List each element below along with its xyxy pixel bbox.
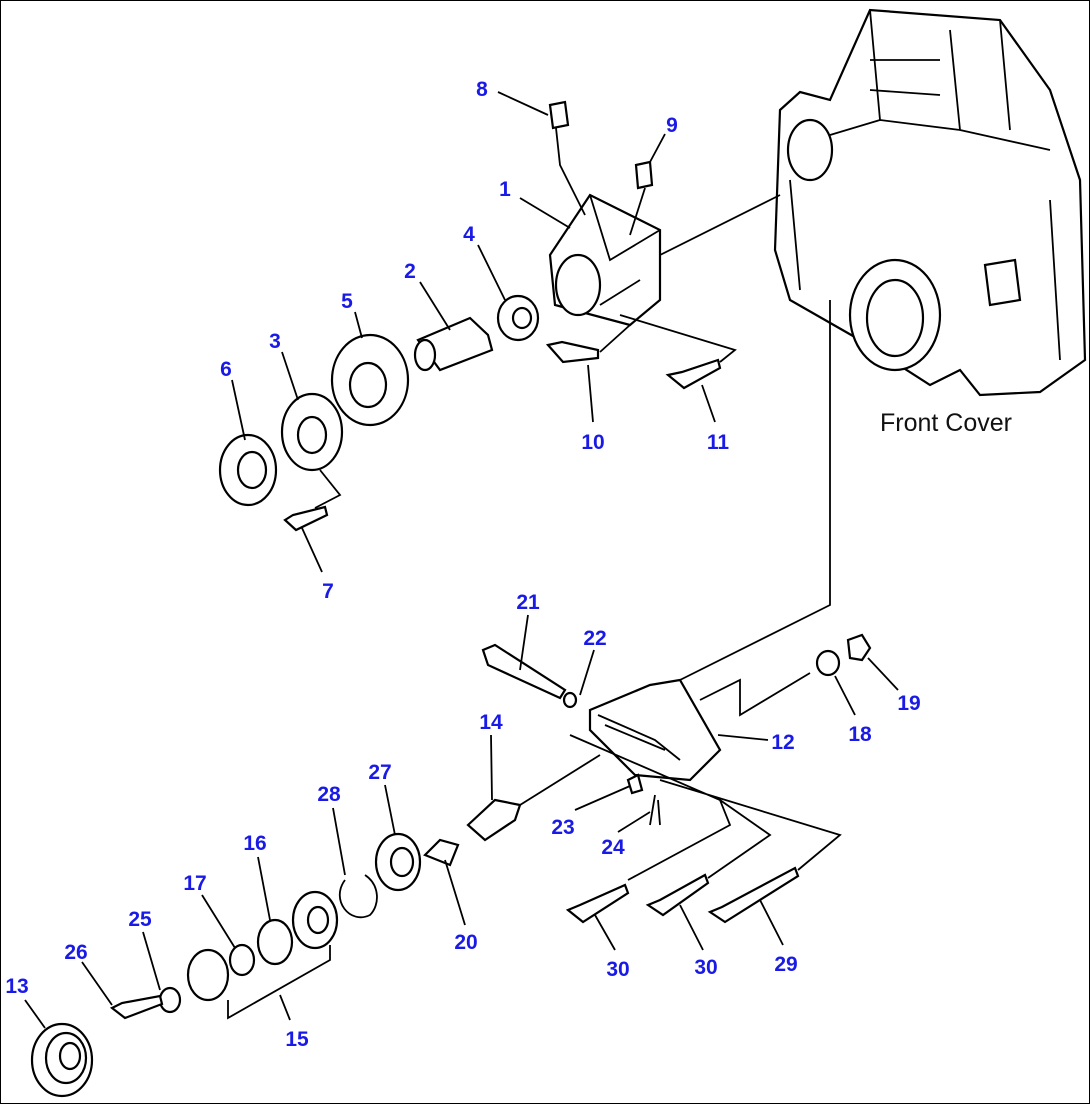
- callout-30b: 30: [694, 956, 717, 979]
- callout-3: 3: [269, 330, 281, 353]
- part-29-bolt: [707, 866, 800, 924]
- part-30-bolt-a: [565, 883, 630, 924]
- part-2-shaft: [416, 316, 494, 372]
- callout-8: 8: [476, 78, 488, 101]
- callout-6: 6: [220, 358, 232, 381]
- callout-13: 13: [5, 975, 28, 998]
- callout-17: 17: [183, 872, 206, 895]
- part-12-bracket: [588, 678, 722, 782]
- part-28-snap-ring: [338, 874, 378, 918]
- callout-2: 2: [404, 260, 416, 283]
- callout-20: 20: [454, 931, 477, 954]
- part-20-fitting: [423, 838, 460, 867]
- callout-18: 18: [848, 723, 872, 746]
- callout-16: 16: [243, 832, 266, 855]
- callout-9: 9: [666, 114, 678, 137]
- callout-labels: 8 9 1 4 2 5 3 6 10 11 7 21 22 14 12 18 1…: [5, 78, 1012, 1051]
- callout-15: 15: [285, 1028, 309, 1051]
- callout-21: 21: [516, 591, 540, 614]
- part-15-hub: [186, 948, 230, 1002]
- callout-26: 26: [64, 941, 87, 964]
- callout-5: 5: [341, 290, 353, 313]
- callout-7: 7: [322, 580, 334, 603]
- part-16-ring: [256, 918, 294, 966]
- part-1-housing: [548, 193, 662, 327]
- part-8-sensor: [548, 100, 570, 130]
- part-11-bolt: [665, 358, 722, 390]
- callout-25: 25: [128, 908, 152, 931]
- callout-22: 22: [583, 627, 606, 650]
- callout-11: 11: [707, 431, 730, 454]
- callout-4: 4: [463, 223, 475, 246]
- part-21-bolt: [481, 643, 567, 700]
- part-7-screw: [283, 505, 329, 532]
- callout-23: 23: [551, 816, 574, 839]
- front-cover-part: [773, 8, 1087, 397]
- part-10-bolt: [545, 340, 600, 364]
- callout-10: 10: [581, 431, 604, 454]
- part-14-sensor: [466, 798, 522, 842]
- callout-19: 19: [897, 692, 920, 715]
- part-24-pin: [649, 794, 661, 826]
- callout-27: 27: [368, 761, 391, 784]
- callout-1: 1: [499, 178, 511, 201]
- part-25-washer: [158, 986, 182, 1014]
- part-17-bearing: [228, 943, 256, 977]
- part-30-bolt-b: [645, 873, 710, 917]
- callout-12: 12: [771, 731, 794, 754]
- part-18-washer: [815, 649, 841, 677]
- front-cover-label: Front Cover: [880, 409, 1012, 437]
- callout-29: 29: [774, 953, 797, 976]
- callout-30a: 30: [606, 958, 629, 981]
- part-23-screw: [626, 773, 644, 795]
- callout-24: 24: [601, 836, 625, 859]
- part-26-screw: [109, 994, 164, 1020]
- callout-28: 28: [317, 783, 341, 806]
- part-19-nut: [846, 633, 872, 662]
- callout-14: 14: [479, 711, 503, 734]
- part-22-washer: [562, 691, 578, 709]
- part-9-plug: [634, 160, 654, 190]
